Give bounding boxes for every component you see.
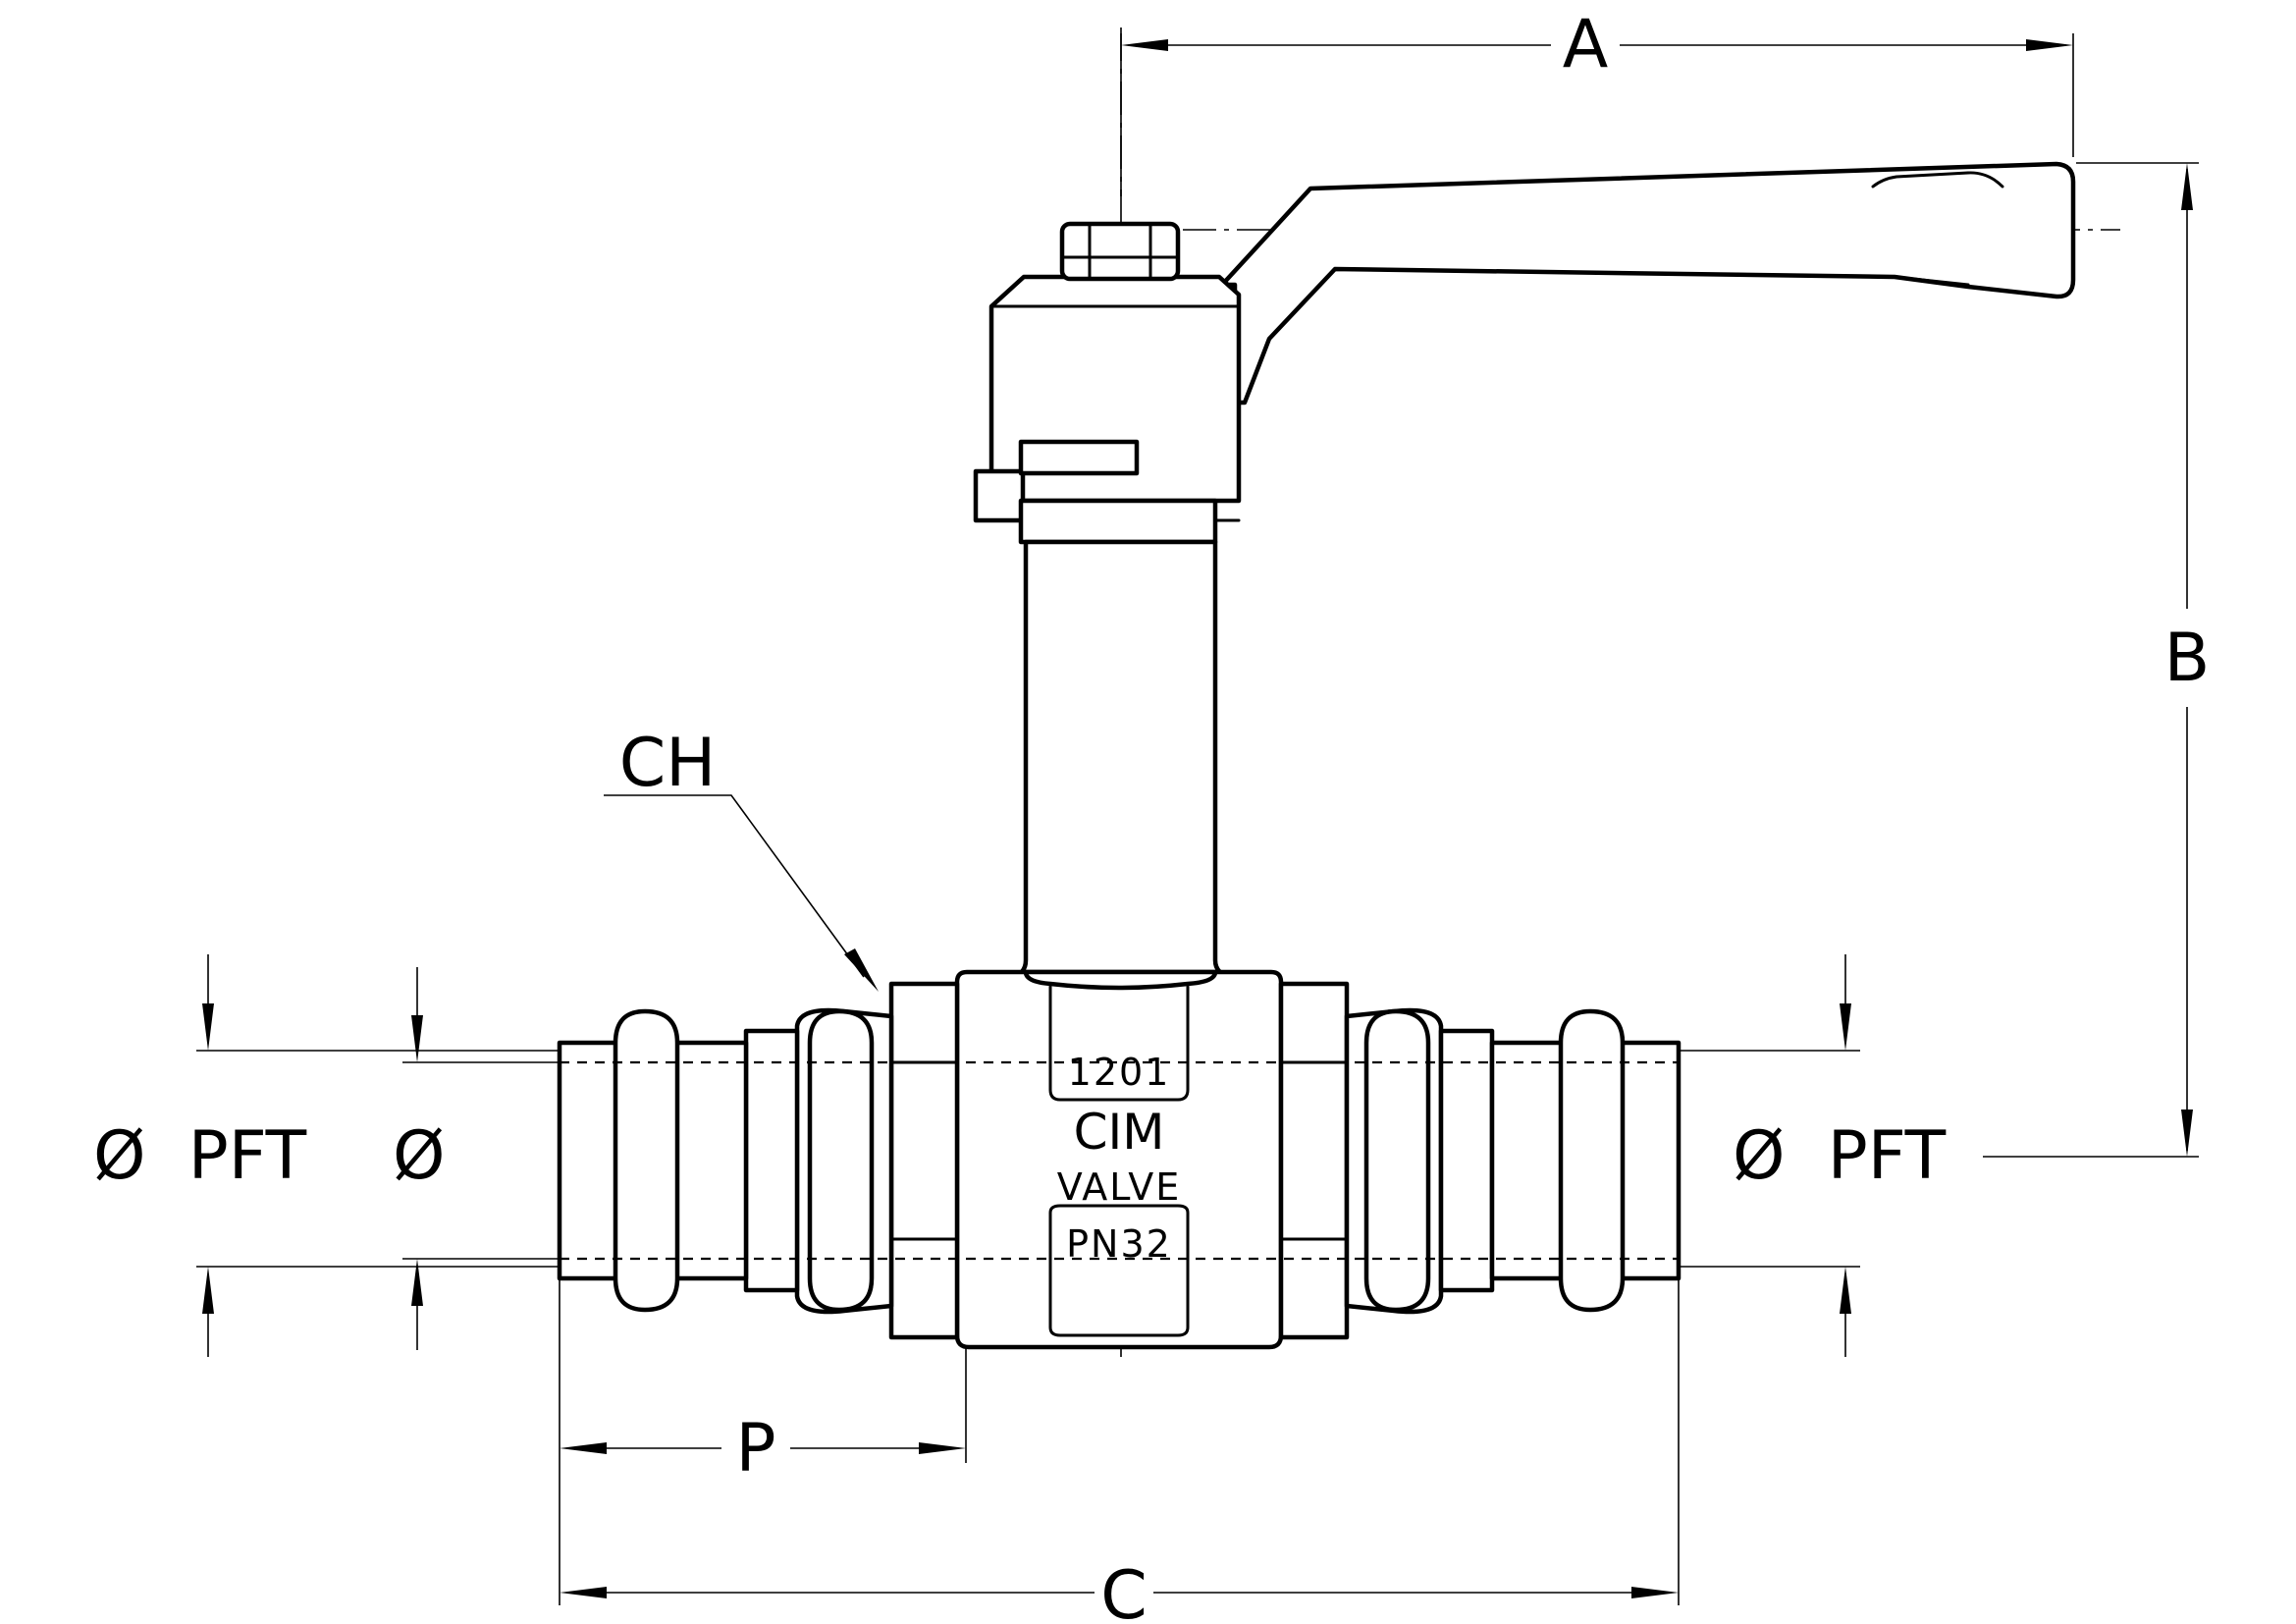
right-sleeve (1438, 1028, 1495, 1293)
plate-bottom (1048, 1204, 1190, 1337)
dim-ch-label: CH (619, 725, 717, 802)
dimension-a: A (1120, 6, 2074, 196)
dim-ch-leader (604, 794, 865, 978)
dim-p-label: P (735, 1410, 775, 1488)
left-union-ring (807, 1008, 875, 1313)
dim-b-arrow-top (2181, 163, 2193, 210)
right-press-ring (1558, 1008, 1626, 1313)
dim-pft-right-arrow-bottom (1840, 1267, 1851, 1314)
dim-pft-left-arrow-bottom (202, 1267, 214, 1314)
dimension-p: P (560, 1347, 967, 1488)
dimension-right-diameter: Ø PFT (1679, 954, 1947, 1357)
dim-b-label: B (2164, 620, 2211, 697)
lever-handle (973, 161, 2076, 545)
dimension-c: C (559, 1278, 1680, 1624)
dim-pft-left-label: Ø PFT (93, 1117, 307, 1195)
marking-model: 1201 (1068, 1051, 1171, 1094)
dimension-left-diameters: Ø PFT Ø (93, 954, 560, 1357)
dim-p-arrow-left (560, 1442, 607, 1454)
dim-c-arrow-right (1631, 1587, 1679, 1598)
dim-bore-arrow-bottom (411, 1259, 423, 1306)
lock-clip (973, 468, 1026, 523)
dimension-ch: CH (604, 725, 879, 992)
lever-body (1219, 161, 2076, 406)
lock-tab (1018, 439, 1140, 476)
lever-grip-bottom (1893, 275, 1970, 287)
dim-pft-right-arrow-top (1840, 1003, 1851, 1051)
dim-c-arrow-left (560, 1587, 607, 1598)
dimension-b: B (1983, 162, 2211, 1158)
left-hex-nut (888, 981, 960, 1340)
stem-neck (1023, 969, 1218, 991)
dim-bore-arrow-top (411, 1015, 423, 1062)
dim-ch-arrow (844, 948, 879, 992)
stem-collar (1018, 498, 1218, 545)
dim-bore-label: Ø (393, 1117, 446, 1195)
dim-a-arrow-left (1121, 39, 1168, 51)
marking-brand: CIM (1074, 1104, 1165, 1161)
dim-c-label: C (1100, 1557, 1147, 1624)
stem-extension (964, 539, 1279, 985)
dim-p-arrow-right (919, 1442, 966, 1454)
right-union-ring (1363, 1008, 1431, 1313)
stem-tube (964, 539, 1279, 985)
left-press-ring (613, 1008, 680, 1313)
dim-a-arrow-right (2026, 39, 2073, 51)
dim-pft-left-arrow-top (202, 1003, 214, 1051)
left-sleeve (743, 1028, 800, 1293)
lever-grip-top (1871, 171, 2004, 189)
stem-nut (1059, 221, 1181, 282)
dim-b-arrow-bottom (2181, 1110, 2193, 1157)
plate-top (1048, 985, 1190, 1102)
right-hex-nut (1278, 981, 1350, 1340)
dim-pft-right-label: Ø PFT (1733, 1117, 1947, 1195)
valve-body: 1201 CIM VALVE PN32 (557, 969, 1682, 1350)
dim-a-label: A (1563, 6, 1609, 83)
marking-pressure: PN32 (1066, 1222, 1172, 1266)
marking-type: VALVE (1057, 1165, 1182, 1209)
